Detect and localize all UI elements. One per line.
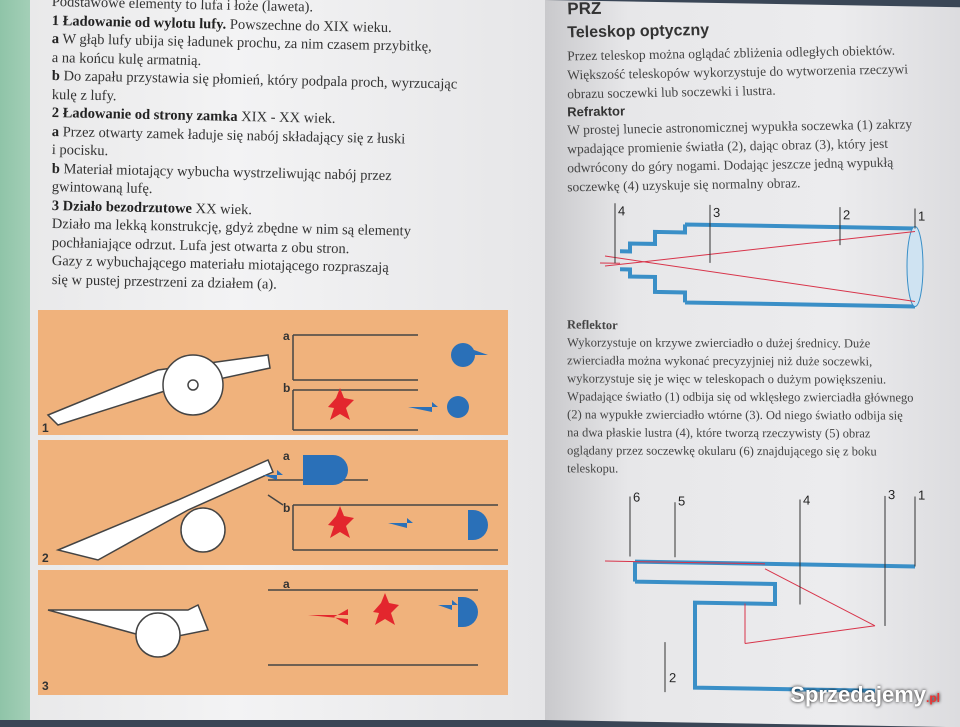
label-1b: b [283, 381, 290, 395]
label-1a: a [283, 329, 290, 343]
label-2a: a [283, 449, 290, 463]
label-1: 1 [42, 421, 49, 435]
reflektor-label-5: 5 [678, 493, 685, 508]
line-text: XX wiek. [191, 200, 253, 218]
text-line: 3 Działo bezodrzutowe XX wiek. [52, 198, 252, 219]
label-3: 3 [42, 679, 49, 693]
refraktor-label-2: 2 [843, 207, 850, 222]
label-2: 2 [42, 551, 49, 565]
reflektor-label-6: 6 [633, 490, 640, 505]
watermark-logo: Sprzedajemy.pl [790, 682, 940, 707]
label-2b: b [283, 501, 290, 515]
figure-band-3 [38, 570, 508, 695]
text-line: kulę z lufy. [51, 86, 117, 104]
left-page: Podstawowe elementy to lufa i łoże (lawe… [30, 0, 545, 720]
bold-lead: 2 Ładowanie od strony zamka [51, 105, 238, 125]
right-page: PRZ Teleskop optyczny Przez teleskop moż… [545, 0, 960, 727]
line-text: Przez otwarty zamek ładuje się nabój skł… [58, 123, 406, 147]
bold-lead: 3 Działo bezodrzutowe [51, 197, 193, 217]
figure-band-1 [38, 310, 508, 435]
reflektor-label-3: 3 [888, 487, 895, 502]
bold-lead: 1 Ładowanie od wylotu lufy. [51, 12, 227, 33]
label-3a: a [283, 577, 290, 591]
refraktor-label-1: 1 [918, 209, 925, 224]
cannon-figure: a b 1 a b 2 a 3 [38, 310, 508, 695]
refraktor-label-3: 3 [713, 205, 720, 220]
telescope-diagrams: 4 3 2 1 6 5 4 3 1 2 [600, 203, 925, 693]
text-line: a na końcu kulę armatnią. [51, 49, 202, 69]
line-text: Powszechne do XIX wieku. [226, 16, 392, 36]
reflektor-label-2: 2 [669, 670, 676, 685]
refraktor-label-4: 4 [618, 203, 625, 218]
text-line: gwintowaną lufę. [51, 179, 153, 198]
text-line: i pocisku. [51, 142, 109, 160]
text-line: się w pustej przestrzeni za działem (a). [51, 271, 278, 293]
reflektor-label-4: 4 [803, 493, 810, 508]
line-text: XIX - XX wiek. [237, 108, 336, 127]
cannon-drawings: a b 1 a b 2 a 3 [42, 329, 498, 693]
reflektor-label-1: 1 [918, 488, 925, 503]
line-text: Do zapału przystawia się płomień, który … [59, 68, 458, 93]
